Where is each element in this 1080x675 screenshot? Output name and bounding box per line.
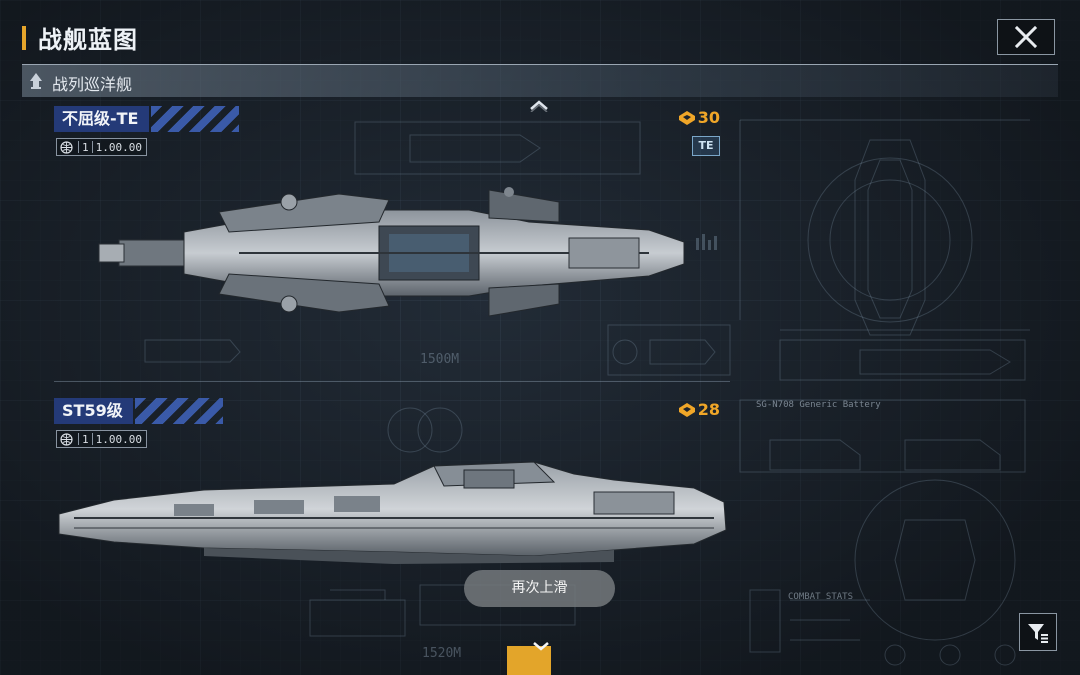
card-divider: [54, 381, 730, 382]
scroll-down-tab[interactable]: [507, 646, 551, 675]
chevron-up-icon[interactable]: [528, 98, 550, 112]
filter-icon: [1028, 624, 1048, 643]
filter-button[interactable]: [1019, 613, 1057, 651]
close-icon: [1014, 25, 1038, 49]
ship-image: [58, 461, 727, 564]
name-tag-stripes: [151, 106, 239, 132]
rank-icon: [678, 402, 695, 417]
price-index: 1: [82, 432, 89, 446]
length-label-1: 1500M: [420, 352, 460, 367]
rank-display: 30: [678, 108, 720, 127]
rank-value: 28: [697, 400, 720, 419]
ship-card[interactable]: 不屈级-TE 1 1.00.00 30 TE: [54, 106, 730, 382]
price-value: 1.00.00: [95, 432, 142, 446]
name-tag-stripes: [135, 398, 223, 424]
header: 战舰蓝图: [0, 0, 1080, 62]
price-tag: 1 1.00.00: [56, 138, 147, 156]
rank-value: 30: [697, 108, 720, 127]
ship-name: 不屈级-TE: [54, 106, 149, 132]
category-label: 战列巡洋舰: [52, 75, 133, 94]
te-badge: TE: [692, 136, 720, 156]
ship-card[interactable]: ST59级 1 1.00.00 28: [54, 398, 730, 658]
close-button[interactable]: [997, 19, 1055, 55]
rank-display: 28: [678, 400, 720, 419]
globe-icon: [57, 139, 75, 155]
globe-icon: [57, 431, 75, 447]
ship-class-icon: [30, 73, 42, 89]
category-bar[interactable]: 战列巡洋舰: [22, 64, 1058, 97]
ship-image: [98, 187, 685, 317]
price-value: 1.00.00: [95, 140, 142, 154]
rank-icon: [678, 110, 695, 125]
combat-stats-label: COMBAT STATS: [788, 592, 854, 602]
price-index: 1: [82, 140, 89, 154]
title-accent: [22, 26, 26, 50]
price-tag: 1 1.00.00: [56, 430, 147, 448]
length-label-2: 1520M: [422, 646, 462, 661]
page-title: 战舰蓝图: [38, 26, 138, 54]
battery-label: SG-N708 Generic Battery: [756, 400, 881, 410]
toast-message: 再次上滑: [464, 570, 615, 607]
ship-name: ST59级: [54, 398, 133, 424]
chevron-down-icon[interactable]: [531, 640, 551, 652]
